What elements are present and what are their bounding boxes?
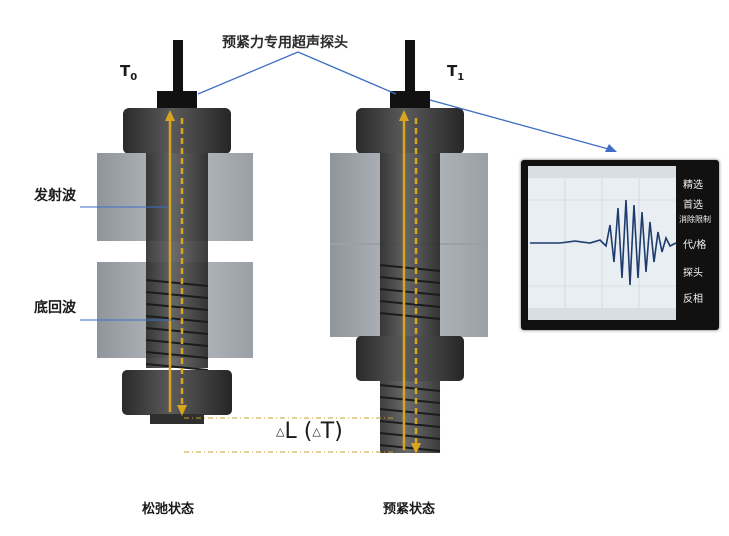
scope-menu-item: 精选 xyxy=(683,180,703,191)
probe-head xyxy=(390,91,430,109)
echo-arrowhead xyxy=(177,405,187,416)
preload-bolt xyxy=(330,40,488,454)
thread-lines xyxy=(379,264,441,452)
t0-label: T0 xyxy=(120,62,138,83)
emit-arrowhead xyxy=(399,110,409,121)
title-pointer-left xyxy=(197,51,299,95)
scope-pointer xyxy=(429,99,613,151)
echo-arrowhead xyxy=(411,443,421,454)
back-wave-label: 底回波 xyxy=(34,300,76,316)
bolt-shank xyxy=(146,153,208,368)
scope-menu-item: 探头 xyxy=(683,268,703,279)
probe-cable xyxy=(173,40,183,92)
t1-label: T1 xyxy=(447,62,465,83)
scope-menu-item: 反相 xyxy=(683,294,703,305)
scope-menu-item: 消除限制 xyxy=(679,215,711,224)
scope-menu-item: 首选 xyxy=(683,200,703,211)
emit-wave-label: 发射波 xyxy=(34,188,76,204)
scope-menu-item: 代/格 xyxy=(683,240,707,251)
bolt-head xyxy=(123,108,231,154)
nut xyxy=(122,370,232,415)
bolt-head xyxy=(356,108,464,154)
scope-pointer-head xyxy=(605,144,617,152)
loose-state-label: 松弛状态 xyxy=(142,502,195,517)
emit-arrowhead xyxy=(165,110,175,121)
preload-state-label: 预紧状态 xyxy=(383,502,436,517)
delta-label: △L (△T) xyxy=(276,419,343,444)
nut xyxy=(356,336,464,381)
probe-title: 预紧力专用超声探头 xyxy=(222,35,348,51)
bolt-tip xyxy=(150,414,204,424)
probe-head xyxy=(157,91,197,109)
loose-bolt xyxy=(97,40,253,424)
probe-cable xyxy=(405,40,415,92)
title-pointer-right xyxy=(297,51,397,95)
scope-waveform xyxy=(528,166,677,320)
thread-lines xyxy=(145,279,209,371)
